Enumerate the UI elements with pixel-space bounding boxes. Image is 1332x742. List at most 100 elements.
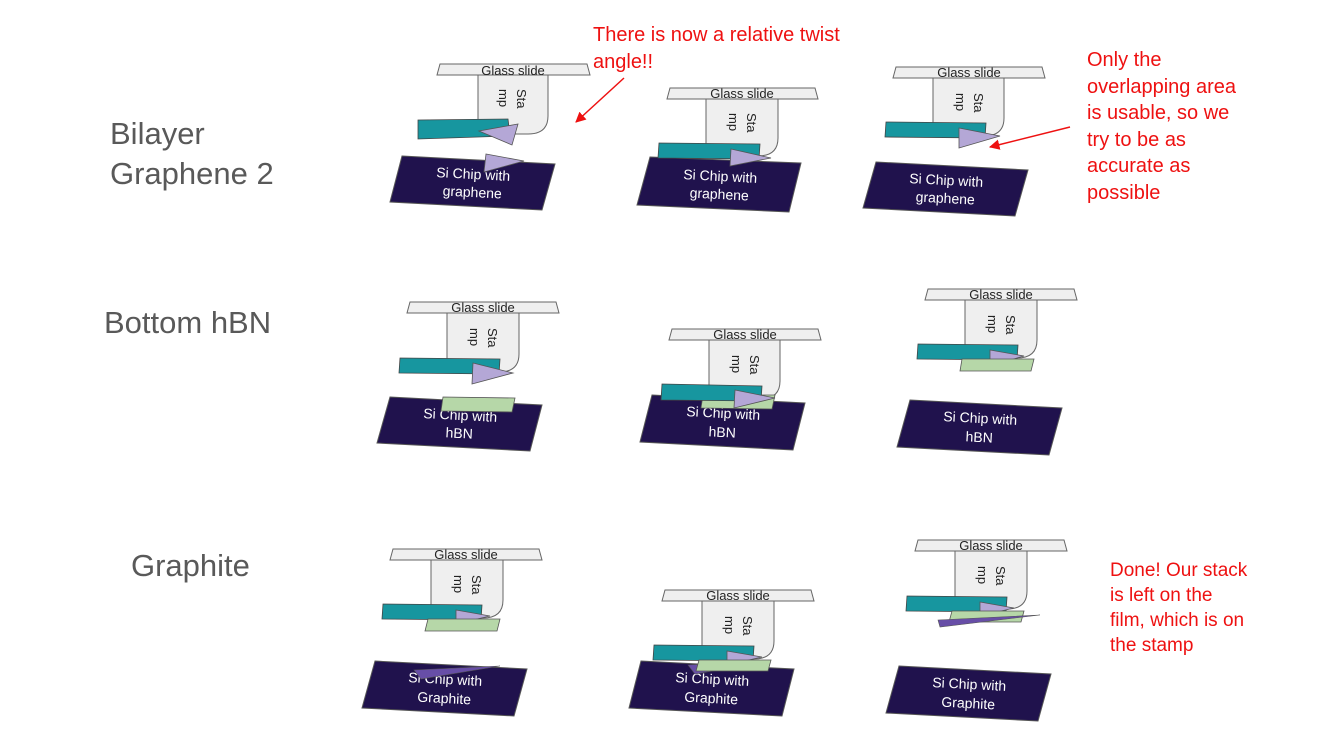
stamp-label-line2: mp — [953, 93, 968, 111]
chip-label-line2: Graphite — [941, 694, 996, 713]
panel-r3-c2: Sta mp Glass slide Si Chip with Graphite — [628, 588, 815, 717]
note-line: accurate as — [1087, 155, 1191, 177]
stamp: Sta mp — [701, 600, 775, 660]
chip-label-line1: Si Chip with — [943, 408, 1018, 428]
lavender-flake — [729, 148, 772, 167]
note-line: the stamp — [1110, 635, 1194, 656]
graphite-flake — [937, 614, 1041, 628]
graphite-flake — [413, 665, 501, 680]
row-label-line1: Bilayer — [110, 116, 205, 151]
stamp-label-line1: Sta — [514, 89, 529, 109]
glass-slide-label: Glass slide — [969, 287, 1033, 302]
stamp-label-line1: Sta — [993, 566, 1008, 586]
note-line: Done! Our stack — [1110, 560, 1248, 581]
chip-label-line2: graphene — [915, 188, 975, 207]
row-label-bottom-hbn: Bottom hBN — [104, 303, 271, 343]
si-chip: Si Chip with graphene — [636, 156, 802, 213]
stamp-label-line2: mp — [467, 328, 482, 346]
stamp: Sta mp — [932, 77, 1005, 137]
glass-slide: Glass slide — [406, 300, 560, 315]
stamp: Sta mp — [430, 559, 504, 619]
glass-slide-label: Glass slide — [959, 538, 1023, 553]
lavender-flake — [958, 127, 1001, 149]
si-chip: Si Chip with graphene — [862, 161, 1029, 217]
note-twist-angle: There is now a relative twist angle!! — [593, 22, 840, 75]
stamp-label-line1: Sta — [744, 113, 759, 133]
note-line: film, which is on — [1110, 610, 1245, 631]
lavender-flake — [471, 362, 515, 385]
stamp-label-line2: mp — [722, 616, 737, 634]
panel-r1-c2: Sta mp Glass slide Si Chip with graphene — [636, 86, 819, 213]
glass-slide: Glass slide — [924, 287, 1078, 302]
stamp-label-line2: mp — [729, 355, 744, 373]
stamp-label-line1: Sta — [469, 575, 484, 595]
note-line: possible — [1087, 181, 1161, 204]
panel-r2-c3: Sta mp Glass slide Si Chip with hBN — [896, 287, 1078, 456]
note-overlap: Only the overlapping area is usable, so … — [1087, 47, 1236, 206]
chip-label-line1: Si Chip with — [909, 170, 984, 190]
stamp: Sta mp — [708, 339, 781, 400]
chip-label-line1: Si Chip with — [683, 166, 758, 186]
glass-slide: Glass slide — [668, 327, 822, 342]
si-chip: Si Chip with Graphite — [885, 665, 1052, 722]
chip-label-line2: hBN — [708, 423, 736, 440]
stamp-label-line1: Sta — [747, 355, 762, 375]
panel-r1-c3: Sta mp Glass slide Si Chip with graphene — [862, 65, 1046, 217]
row-label-line2: Graphene 2 — [110, 156, 274, 191]
si-chip: Si Chip with graphene — [389, 155, 556, 211]
stamp-label-line1: Sta — [740, 616, 755, 636]
stamp-label-line1: Sta — [485, 328, 500, 348]
glass-slide: Glass slide — [661, 588, 815, 603]
panel-r2-c2: Sta mp Glass slide Si Chip with hBN — [639, 327, 822, 451]
row-label-line1: Bottom hBN — [104, 305, 272, 340]
row-label-graphite: Graphite — [131, 546, 250, 586]
stamp-label-line2: mp — [451, 575, 466, 593]
row-label-line1: Graphite — [131, 548, 250, 583]
note-line: angle!! — [593, 50, 654, 73]
hbn-flake — [440, 396, 516, 413]
note-line: Only the — [1087, 49, 1162, 71]
glass-slide: Glass slide — [914, 538, 1068, 553]
chip-label-line2: graphene — [442, 182, 502, 201]
stamp-label-line1: Sta — [971, 93, 986, 113]
chip-label-line2: hBN — [965, 428, 993, 445]
chip-label-line1: Si Chip with — [932, 674, 1007, 694]
row-label-bilayer-graphene: Bilayer Graphene 2 — [110, 114, 274, 194]
lavender-flake-on-chip — [483, 153, 525, 173]
chip-label-line2: graphene — [689, 184, 749, 203]
lavender-flake — [733, 389, 776, 409]
stamp-label-line2: mp — [975, 566, 990, 584]
note-line: try to be as — [1087, 128, 1186, 151]
stamp: Sta mp — [705, 96, 779, 157]
note-done: Done! Our stack is left on the film, whi… — [1110, 558, 1247, 658]
glass-slide: Glass slide — [389, 547, 543, 562]
note-line: There is now a relative twist — [593, 24, 840, 46]
chip-label-line2: Graphite — [684, 689, 739, 708]
stamp-label-line2: mp — [726, 113, 741, 131]
si-chip: Si Chip with Graphite — [628, 660, 795, 717]
si-chip: Si Chip with hBN — [896, 399, 1063, 456]
glass-slide-label: Glass slide — [713, 327, 777, 342]
glass-slide-label: Glass slide — [706, 588, 770, 603]
note-line: overlapping area — [1087, 75, 1236, 98]
glass-slide: Glass slide — [436, 63, 591, 78]
twist-arrow — [575, 77, 625, 123]
panel-r3-c1: Sta mp Glass slide Si Chip with Graphite — [361, 547, 543, 717]
lavender-flake — [477, 123, 519, 146]
stamp-label-line1: Sta — [1003, 315, 1018, 335]
note-line: is usable, so we — [1087, 102, 1230, 124]
chip-label-line2: Graphite — [417, 689, 472, 708]
glass-slide: Glass slide — [892, 65, 1046, 80]
panel-r3-c3: Sta mp Glass slide Si Chip with Graphite — [885, 538, 1068, 722]
glass-slide-label: Glass slide — [451, 300, 515, 315]
hbn-flake — [695, 659, 772, 672]
chip-label-line2: hBN — [445, 424, 473, 441]
panel-r2-c1: Sta mp Glass slide Si Chip with hBN — [376, 300, 560, 452]
glass-slide: Glass slide — [666, 86, 819, 101]
note-line: is left on the — [1110, 585, 1213, 606]
glass-slide-label: Glass slide — [710, 86, 774, 101]
glass-slide-label: Glass slide — [937, 65, 1001, 80]
chip-label-line1: Si Chip with — [675, 669, 750, 689]
panel-r1-c1: Sta mp Glass slide Si Chip with graphene — [389, 63, 591, 211]
